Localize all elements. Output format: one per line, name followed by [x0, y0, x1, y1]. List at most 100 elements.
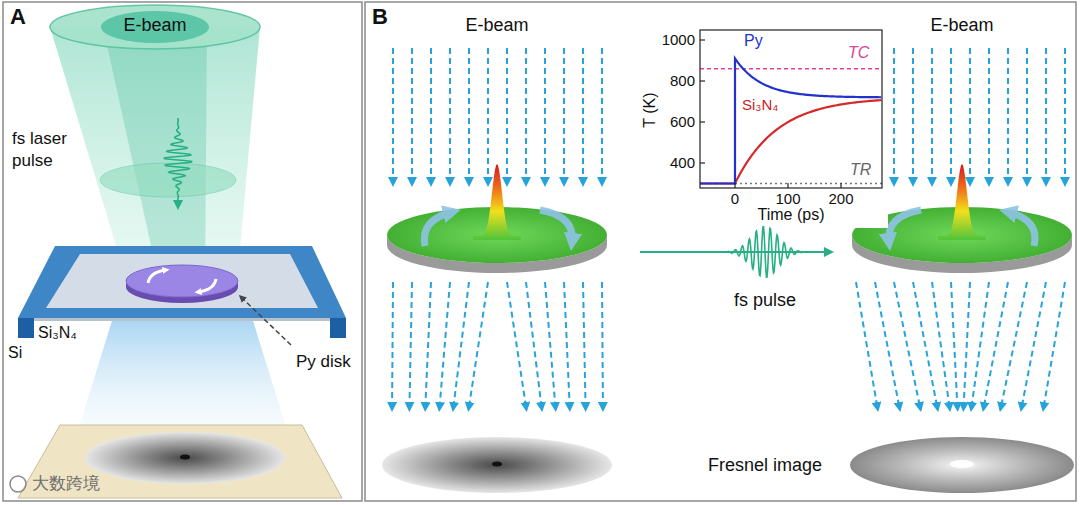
electron-ray: [526, 282, 542, 410]
electron-ray: [453, 282, 469, 410]
beam-aperture: [50, 5, 260, 49]
axis-tick: 800: [670, 72, 695, 89]
beam-label: E-beam: [930, 15, 993, 36]
axis-tick: 600: [670, 113, 695, 130]
wave-packet: [723, 227, 807, 277]
axis-title: Time (ps): [758, 206, 825, 224]
axis-tick-mark: [700, 162, 705, 163]
electron-ray: [931, 48, 933, 185]
axis-tick-mark: [700, 39, 705, 40]
electron-ray: [544, 48, 546, 185]
axis-tick-mark: [787, 183, 788, 188]
leader-line: [240, 296, 291, 345]
electron-ray: [449, 48, 451, 185]
laser-pulse-wave: [164, 118, 191, 208]
curve-label: Py: [744, 32, 763, 50]
image-label: Fresnel image: [708, 455, 822, 476]
py-disk: [126, 265, 238, 303]
temperature-chart: [700, 30, 882, 188]
electron-ray: [563, 48, 565, 185]
curve-label: Si₃N₄: [742, 96, 778, 113]
electron-ray: [875, 282, 900, 410]
beam-cone: [50, 27, 260, 282]
electron-ray: [932, 282, 950, 410]
laser-pulse-wave: [723, 227, 807, 277]
electron-ray: [468, 48, 470, 185]
panel-letter: A: [10, 4, 26, 29]
electron-ray: [525, 48, 527, 185]
inset-background: [636, 18, 888, 228]
electron-ray: [856, 282, 878, 410]
watermark-icon: [10, 476, 26, 492]
si3n4-curve: [700, 100, 881, 183]
electron-ray: [1000, 282, 1027, 410]
material-label: Si₃N₄: [38, 324, 77, 342]
electron-ray: [1043, 282, 1065, 410]
electron-ray: [545, 282, 556, 410]
electron-ray: [507, 282, 527, 410]
membrane-edge: [34, 318, 330, 321]
disk-top: [126, 265, 238, 297]
electron-ray: [951, 282, 958, 410]
panel-frame: [3, 2, 362, 501]
si3n4-window: [46, 254, 318, 308]
electron-ray: [411, 48, 413, 185]
electron-ray: [468, 282, 488, 410]
si-frame: [18, 246, 346, 318]
axis-tick: 0: [731, 190, 739, 207]
axis-tick: 200: [828, 190, 853, 207]
laser-label: fs laser pulse: [12, 128, 84, 172]
fresnel-pattern: [850, 437, 1074, 493]
threshold-label: TR: [850, 161, 871, 179]
material-label: Si: [8, 344, 22, 362]
electron-ray: [425, 282, 431, 410]
axis-tick: 400: [670, 154, 695, 171]
vortex-core-spot: [950, 460, 974, 468]
circulation-arrow: [540, 210, 572, 242]
axis-tick-mark: [700, 121, 705, 122]
vortex-core-spot: [492, 462, 502, 467]
panel-letter: B: [372, 4, 388, 29]
plot-frame: [700, 30, 882, 188]
axis-tick-mark: [734, 183, 735, 188]
circulation-arrow: [1008, 212, 1035, 246]
curie-line: [700, 68, 882, 70]
electron-ray: [1026, 48, 1028, 185]
electron-ray: [1064, 48, 1066, 185]
axis-tick-mark: [700, 80, 705, 81]
detector-screen: [18, 425, 342, 498]
electron-beam-cone: [50, 5, 260, 282]
electron-ray: [912, 48, 914, 185]
electron-ray: [969, 48, 971, 185]
pulse-arrow: [177, 200, 179, 208]
axis-tick: 1000: [662, 31, 695, 48]
circulation-arrow: [889, 210, 921, 242]
threshold-label: TC: [848, 44, 869, 62]
electron-ray: [1007, 48, 1009, 185]
electron-ray: [487, 48, 489, 185]
electron-ray: [601, 48, 603, 185]
si-frame-leg: [330, 318, 346, 338]
circulation-arrow: [148, 270, 166, 283]
axis-tick-mark: [840, 183, 841, 188]
electron-ray: [893, 48, 895, 185]
pulse-label: fs pulse: [734, 290, 796, 311]
electron-ray: [963, 282, 970, 410]
fresnel-pattern: [85, 432, 285, 484]
circulation-arrow: [424, 212, 452, 246]
electron-ray: [409, 282, 412, 410]
electron-ray: [601, 282, 604, 410]
electron-ray: [1021, 282, 1046, 410]
beam-label: E-beam: [465, 15, 528, 36]
py-curve: [700, 58, 881, 183]
axis-tick: 100: [775, 190, 800, 207]
electron-ray: [430, 48, 432, 185]
electron-ray: [1045, 48, 1047, 185]
electron-ray: [392, 48, 394, 185]
beam-core: [103, 27, 207, 282]
watermark: 大数跨境: [32, 474, 100, 494]
core-peak: [938, 164, 986, 240]
laser-focus-plane: [100, 163, 236, 197]
